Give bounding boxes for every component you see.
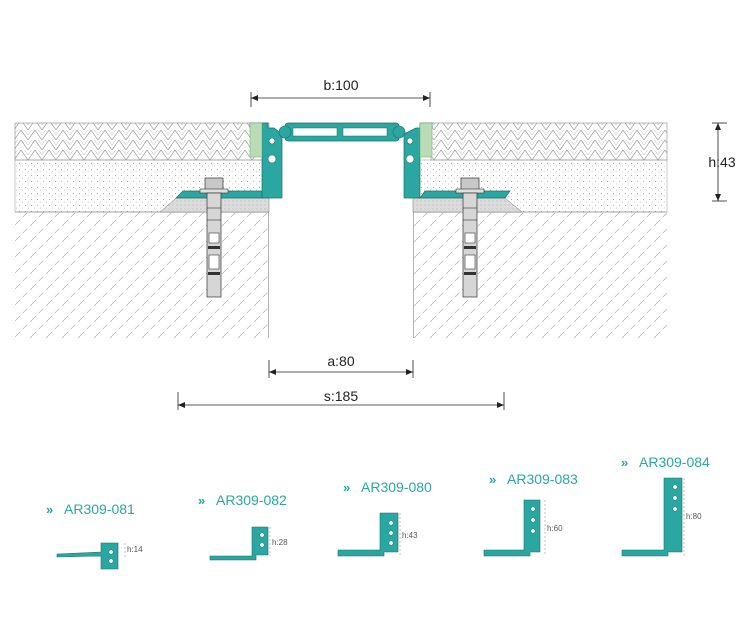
dimension-s-label: s:185 — [324, 388, 358, 404]
dimension-h: h:43 — [708, 122, 736, 202]
profile-right — [403, 122, 511, 199]
dimension-h-label: h:43 — [708, 154, 735, 170]
anchor-bolt-right — [455, 177, 485, 298]
dimension-b: b:100 — [250, 77, 431, 107]
substrate-left — [14, 122, 270, 338]
chevron-right-icon: » — [343, 480, 350, 495]
product-height-label: h:28 — [272, 538, 288, 547]
chevron-right-icon: » — [621, 455, 628, 470]
chevron-right-icon: » — [198, 493, 205, 508]
chevron-right-icon: » — [46, 502, 53, 517]
product-ar309-084: » AR309-084 h:80 — [621, 454, 710, 557]
product-height-label: h:60 — [547, 524, 563, 533]
product-ar309-083: » AR309-083 h:60 — [483, 471, 578, 557]
dimension-a: a:80 — [268, 353, 414, 378]
product-label: AR309-081 — [64, 501, 135, 517]
product-label: AR309-084 — [639, 454, 710, 470]
chevron-right-icon: » — [489, 472, 496, 487]
product-ar309-080: » AR309-080 h:43 — [337, 479, 432, 557]
dimension-b-label: b:100 — [323, 77, 358, 93]
joint-gap — [269, 198, 413, 338]
product-label: AR309-082 — [216, 492, 287, 508]
substrate-right — [412, 122, 668, 338]
product-label: AR309-083 — [507, 471, 578, 487]
centre-insert — [278, 122, 406, 142]
product-height-label: h:80 — [686, 512, 702, 521]
product-label: AR309-080 — [361, 479, 432, 495]
dimension-s: s:185 — [177, 388, 505, 410]
product-ar309-081: » AR309-081 h:14 — [46, 501, 143, 570]
dimension-a-label: a:80 — [327, 353, 354, 369]
anchor-bolt-left — [199, 177, 229, 298]
product-height-label: h:14 — [127, 545, 143, 554]
product-ar309-082: » AR309-082 h:28 — [198, 492, 288, 561]
product-height-label: h:43 — [402, 531, 418, 540]
